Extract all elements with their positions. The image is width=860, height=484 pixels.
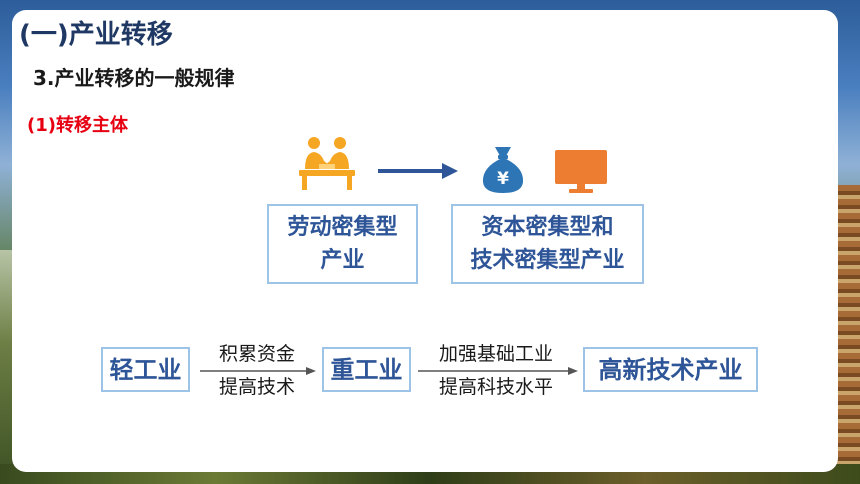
capital-tech-line1: 资本密集型和 [481, 215, 614, 240]
light-industry-box: 轻工业 [101, 347, 190, 392]
step1-bottom-text: 提高技术 [218, 376, 295, 398]
step1-top-text: 积累资金 [218, 343, 295, 365]
slide-title: (一)产业转移 [19, 20, 173, 50]
chain-arrow-1-icon [200, 367, 316, 375]
labor-intensive-line1: 劳动密集型 [287, 215, 398, 240]
money-symbol: ¥ [497, 169, 509, 189]
high-tech-industry-box: 高新技术产业 [583, 347, 758, 392]
capital-tech-intensive-box: 资本密集型和 技术密集型产业 [451, 204, 644, 284]
content-panel [12, 10, 838, 472]
labor-intensive-line2: 产业 [320, 248, 365, 273]
step2-top-text: 加强基础工业 [438, 343, 553, 365]
slide-subtitle: 3.产业转移的一般规律 [33, 66, 235, 90]
section-label: (1)转移主体 [27, 115, 128, 136]
step2-bottom-text: 提高科技水平 [438, 376, 553, 398]
chain-arrow-2-icon [418, 367, 578, 375]
labor-intensive-box: 劳动密集型 产业 [267, 204, 418, 284]
money-bag-icon: ¥ [482, 147, 524, 193]
monitor-icon [555, 150, 607, 193]
capital-tech-line2: 技术密集型产业 [470, 248, 625, 273]
workers-icon [299, 137, 355, 190]
transfer-arrow-icon [378, 163, 458, 179]
heavy-industry-box: 重工业 [322, 347, 411, 392]
